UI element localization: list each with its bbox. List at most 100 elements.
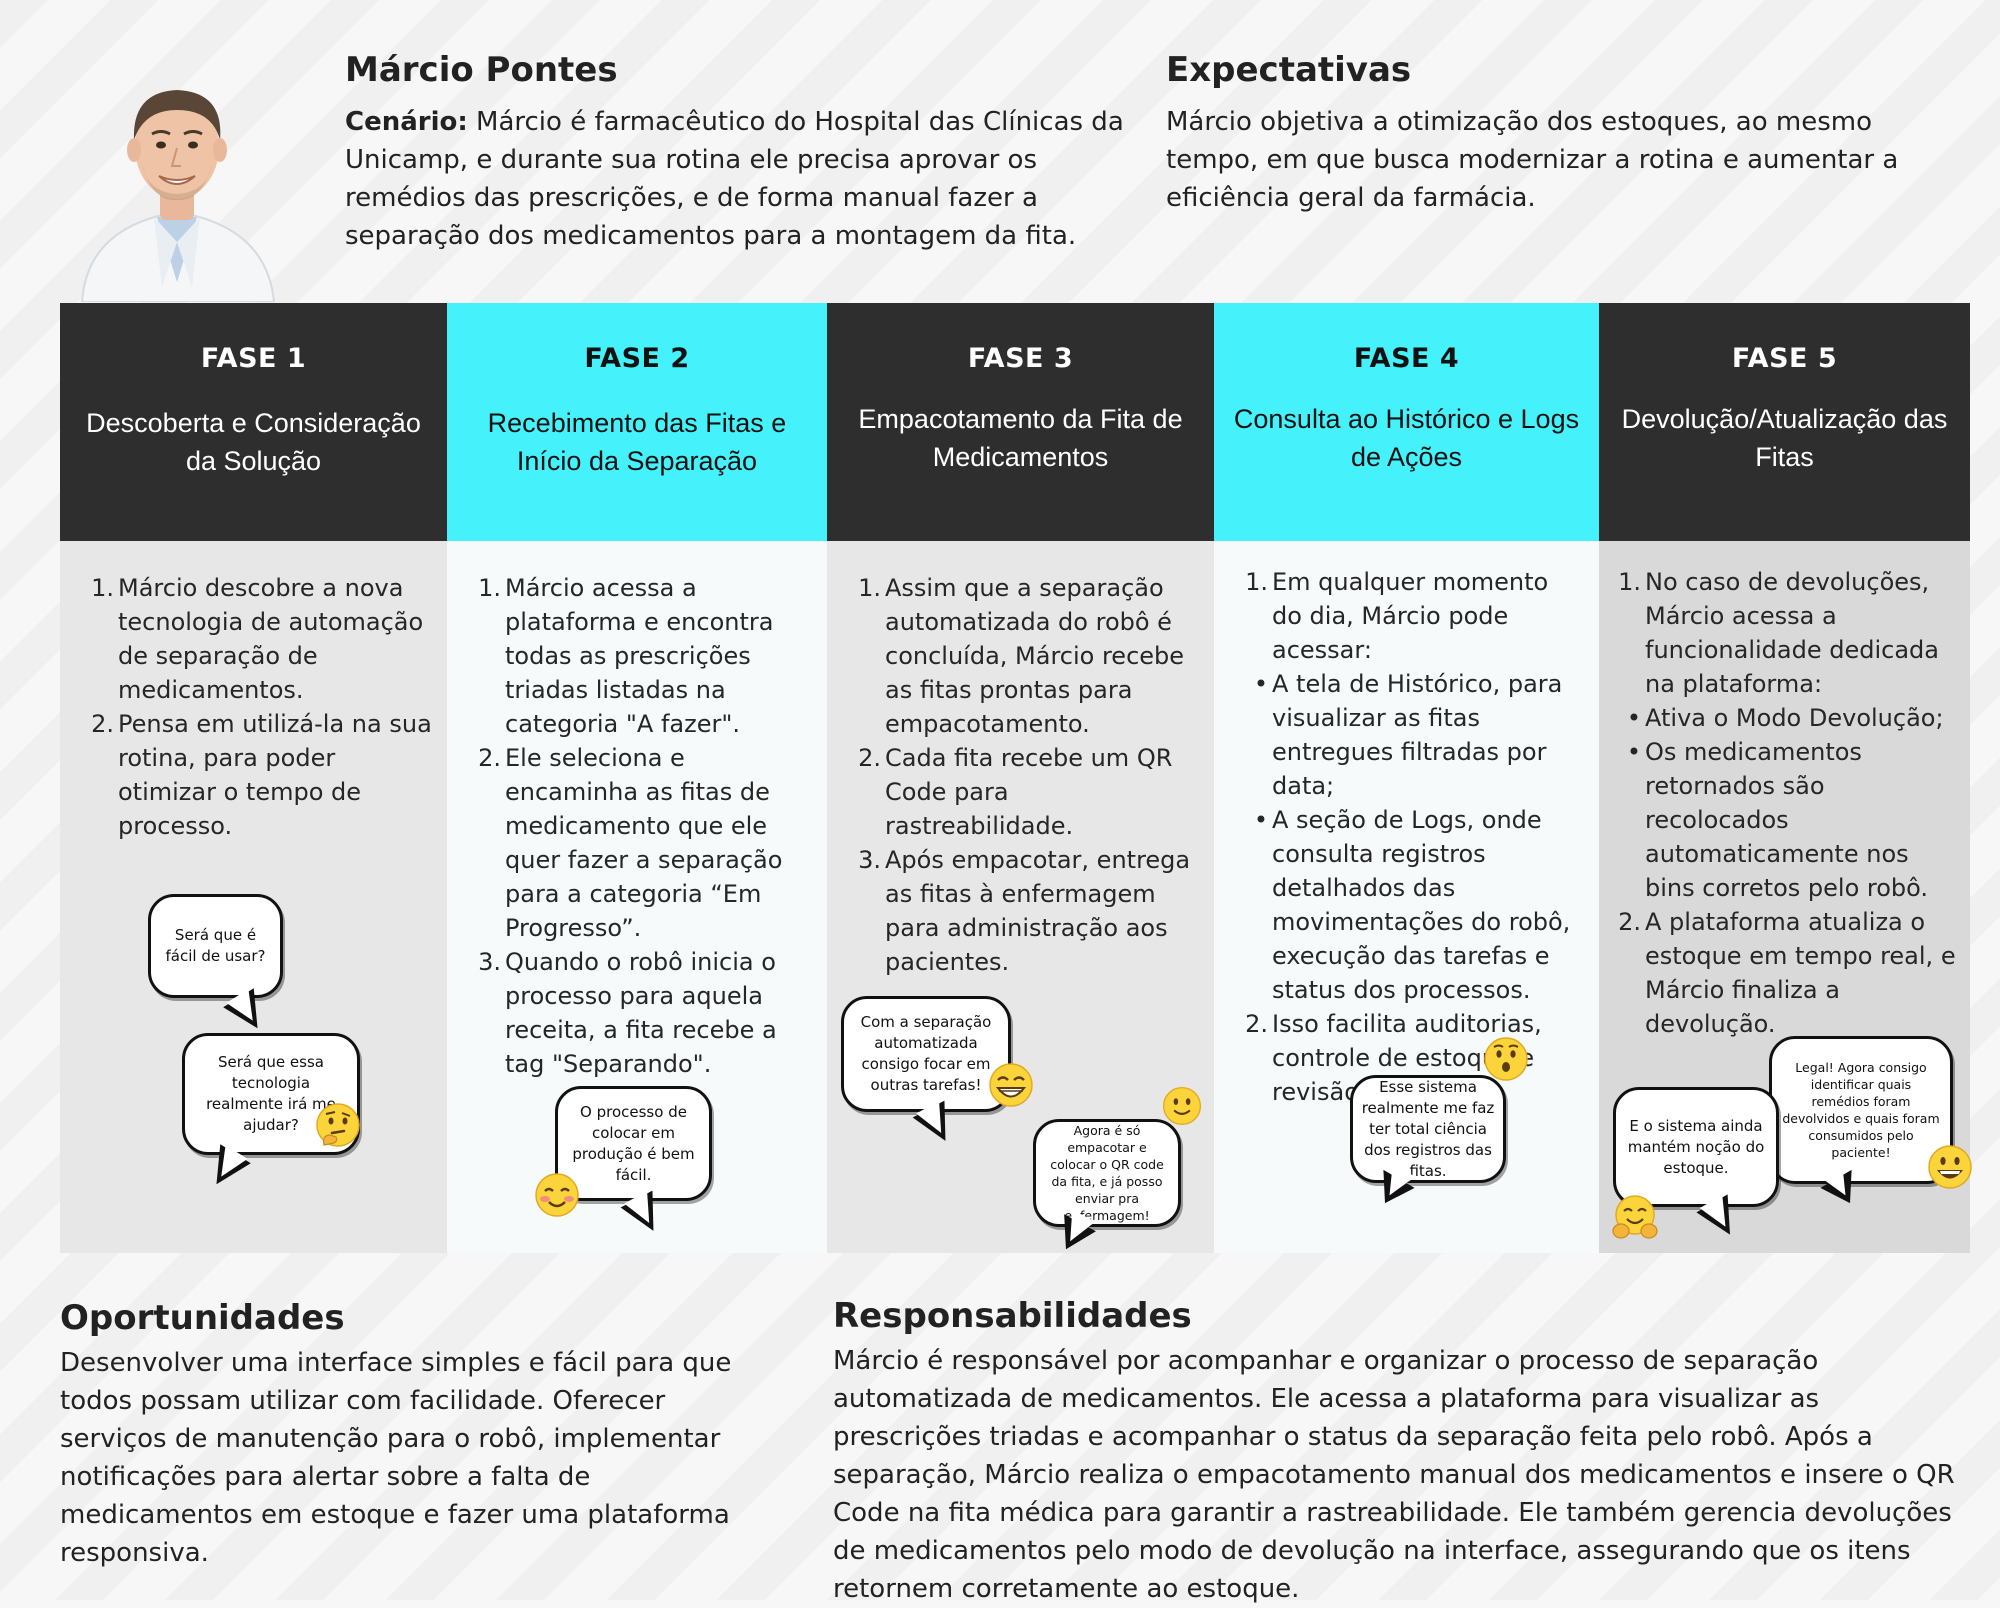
phase-title: Consulta ao Histórico e Logs de Ações (1233, 404, 1580, 472)
list-item: 1.Márcio acessa a plataforma e encontra … (469, 571, 813, 741)
list-item: 1.Márcio descobre a nova tecnologia de a… (82, 571, 433, 707)
surprised-face-emoji (1484, 1037, 1528, 1081)
phase-steps: 1.Márcio descobre a nova tecnologia de a… (82, 571, 433, 843)
scenario-label: Cenário: (345, 107, 468, 137)
list-text: Quando o robô inicia o processo para aqu… (505, 948, 777, 1078)
opportunities-title: Oportunidades (60, 1298, 345, 1338)
list-text: A seção de Logs, onde consulta registros… (1272, 806, 1571, 1004)
list-item: 3.Quando o robô inicia o processo para a… (469, 945, 813, 1081)
responsibilities-text: Márcio é responsável por acompanhar e or… (833, 1346, 1955, 1604)
phase-label: FASE 1 (200, 343, 307, 374)
phase-header-3: FASE 3 Empacotamento da Fita de Medicame… (827, 303, 1214, 541)
list-marker: 1. (858, 574, 881, 602)
phase-label: FASE 4 (1353, 343, 1460, 374)
phase-steps: 1.Em qualquer momento do dia, Márcio pod… (1236, 565, 1585, 1109)
list-item: 1.No caso de devoluções, Márcio acessa a… (1609, 565, 1956, 701)
list-marker: 2. (478, 744, 501, 772)
slightly-smiling-emoji (1162, 1086, 1202, 1126)
persona-name: Márcio Pontes (345, 50, 618, 90)
persona-avatar (62, 52, 292, 302)
list-marker: 3. (858, 846, 881, 874)
phase-header-2: FASE 2 Recebimento das Fitas e Início da… (447, 303, 827, 541)
list-marker: • (1626, 738, 1641, 766)
list-text: Pensa em utilizá-la na sua rotina, para … (118, 710, 432, 840)
list-item: •Os medicamentos retornados são recoloca… (1609, 735, 1956, 905)
list-marker: • (1253, 670, 1268, 698)
list-text: Em qualquer momento do dia, Márcio pode … (1272, 568, 1549, 664)
speech-bubble: Com a separação automatizada consigo foc… (841, 996, 1011, 1112)
phase-steps: 1.Assim que a separação automatizada do … (849, 571, 1200, 979)
grinning-emoji (989, 1063, 1033, 1107)
list-item: 2.A plataforma atualiza o estoque em tem… (1609, 905, 1956, 1041)
speech-bubble: Será que essa tecnologia realmente irá m… (182, 1033, 360, 1155)
phase-column-4: FASE 4 Consulta ao Histórico e Logs de A… (1214, 303, 1599, 1253)
list-marker: 2. (1618, 908, 1641, 936)
responsibilities-title: Responsabilidades (833, 1296, 1192, 1336)
thinking-face-emoji (316, 1103, 360, 1147)
speech-bubble: Será que é fácil de usar? (148, 894, 283, 998)
speech-bubble: Agora é só empacotar e colocar o QR code… (1033, 1119, 1181, 1227)
phase-header-5: FASE 5 Devolução/Atualização das Fitas (1599, 303, 1970, 541)
list-marker: 2. (91, 710, 114, 738)
list-item: 2.Pensa em utilizá-la na sua rotina, par… (82, 707, 433, 843)
phase-body-5: 1.No caso de devoluções, Márcio acessa a… (1599, 541, 1972, 1253)
phase-column-5: FASE 5 Devolução/Atualização das Fitas 1… (1599, 303, 1972, 1253)
list-text: Cada fita recebe um QR Code para rastrea… (885, 744, 1173, 840)
phase-label: FASE 3 (967, 343, 1074, 374)
list-item: 2.Cada fita recebe um QR Code para rastr… (849, 741, 1200, 843)
phase-label: FASE 2 (584, 343, 690, 374)
list-text: Márcio acessa a plataforma e encontra to… (505, 574, 774, 738)
list-item: 2.Ele seleciona e encaminha as fitas de … (469, 741, 813, 945)
smiling-blush-emoji (535, 1173, 579, 1217)
scenario-text: Márcio é farmacêutico do Hospital das Cl… (345, 107, 1124, 251)
list-text: A tela de Histórico, para visualizar as … (1272, 670, 1563, 800)
hugging-face-emoji (1612, 1195, 1658, 1239)
list-marker: 2. (1245, 1010, 1268, 1038)
list-item: 1.Assim que a separação automatizada do … (849, 571, 1200, 741)
list-marker: • (1253, 806, 1268, 834)
list-marker: • (1626, 704, 1641, 732)
phase-body-3: 1.Assim que a separação automatizada do … (827, 541, 1214, 1258)
list-item: 1.Em qualquer momento do dia, Márcio pod… (1236, 565, 1585, 667)
phase-steps: 1.No caso de devoluções, Márcio acessa a… (1609, 565, 1956, 1041)
expectations-text: Márcio objetiva a otimização dos estoque… (1166, 107, 1899, 213)
list-item: 3.Após empacotar, entrega as fitas à enf… (849, 843, 1200, 979)
phase-header-1: FASE 1 Descoberta e Consideração da Solu… (60, 303, 447, 541)
phase-column-2: FASE 2 Recebimento das Fitas e Início da… (447, 303, 827, 1253)
list-text: Ativa o Modo Devolução; (1645, 704, 1944, 732)
phase-title: Recebimento das Fitas e Início da Separa… (487, 408, 787, 476)
speech-bubble: Legal! Agora consigo identificar quais r… (1769, 1036, 1953, 1184)
list-marker: 2. (858, 744, 881, 772)
list-marker: 3. (478, 948, 501, 976)
phase-title: Empacotamento da Fita de Medicamentos (858, 404, 1183, 472)
persona-scenario: Cenário: Márcio é farmacêutico do Hospit… (345, 103, 1145, 255)
list-marker: 1. (91, 574, 114, 602)
list-text: Após empacotar, entrega as fitas à enfer… (885, 846, 1191, 976)
list-marker: 1. (1618, 568, 1641, 596)
speech-bubble: E o sistema ainda mantém noção do estoqu… (1613, 1087, 1779, 1207)
list-item: •A tela de Histórico, para visualizar as… (1236, 667, 1585, 803)
phase-header-4: FASE 4 Consulta ao Histórico e Logs de A… (1214, 303, 1599, 541)
list-text: A plataforma atualiza o estoque em tempo… (1645, 908, 1956, 1038)
list-text: No caso de devoluções, Márcio acessa a f… (1645, 568, 1939, 698)
phase-body-1: 1.Márcio descobre a nova tecnologia de a… (60, 541, 447, 1253)
list-marker: 1. (1245, 568, 1268, 596)
phase-steps: 1.Márcio acessa a plataforma e encontra … (469, 571, 813, 1081)
phase-body-4: 1.Em qualquer momento do dia, Márcio pod… (1214, 541, 1599, 1253)
phase-title: Devolução/Atualização das Fitas (1621, 404, 1948, 472)
list-item: •Ativa o Modo Devolução; (1609, 701, 1956, 735)
journey-phases: FASE 1 Descoberta e Consideração da Solu… (60, 303, 1972, 1258)
phase-body-2: 1.Márcio acessa a plataforma e encontra … (447, 541, 827, 1253)
speech-bubble: Esse sistema realmente me faz ter total … (1350, 1075, 1506, 1183)
list-text: Ele seleciona e encaminha as fitas de me… (505, 744, 783, 942)
phase-label: FASE 5 (1731, 343, 1838, 374)
phase-title: Descoberta e Consideração da Solução (86, 408, 421, 476)
list-text: Os medicamentos retornados são recolocad… (1645, 738, 1929, 902)
big-smile-emoji (1928, 1145, 1972, 1189)
list-text: Márcio descobre a nova tecnologia de aut… (118, 574, 424, 704)
phase-column-1: FASE 1 Descoberta e Consideração da Solu… (60, 303, 447, 1253)
expectations-title: Expectativas (1166, 50, 1412, 90)
list-item: •A seção de Logs, onde consulta registro… (1236, 803, 1585, 1007)
list-marker: 1. (478, 574, 501, 602)
opportunities-text: Desenvolver uma interface simples e fáci… (60, 1348, 732, 1568)
